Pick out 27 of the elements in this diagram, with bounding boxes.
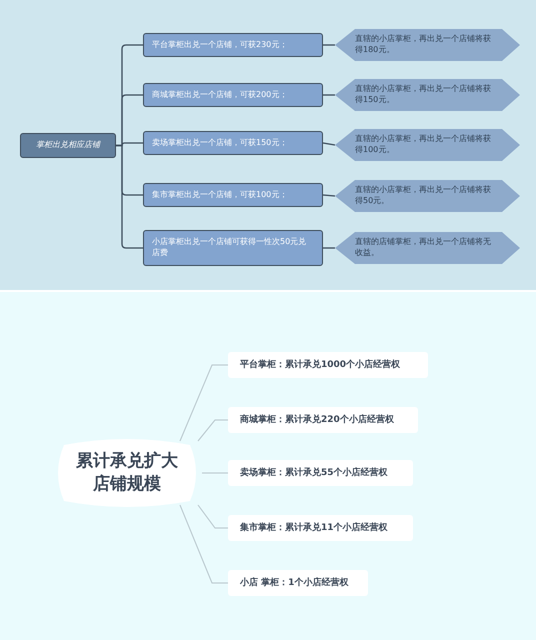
process-box: 小店掌柜出兑一个店铺可获得一性次50元兑店费 (143, 230, 323, 266)
hexagon-box: 直辖的小店掌柜，再出兑一个店铺将获得100元。 (335, 129, 520, 161)
branch-box: 小店 掌柜：1个小店经营权 (228, 570, 368, 596)
connector-line (198, 504, 228, 528)
connector-line (322, 194, 336, 197)
branch-box: 商城掌柜：累计承兑220个小店经营权 (228, 407, 418, 433)
connector-line (198, 420, 228, 442)
connector-line (322, 142, 336, 146)
hexagon-box: 直辖的小店掌柜，再出兑一个店铺将获得50元。 (335, 180, 520, 212)
connector-line (323, 44, 335, 46)
process-box: 集市掌柜出兑一个店铺，可获100元； (143, 183, 323, 207)
branch-box: 集市掌柜：累计承兑11个小店经营权 (228, 515, 413, 541)
connector-line (202, 472, 228, 474)
branch-box: 平台掌柜：累计承兑1000个小店经营权 (228, 352, 428, 378)
hexagon-box: 直辖的店铺掌柜，再出兑一个店铺将无收益。 (335, 232, 520, 264)
connector-line (323, 94, 335, 96)
process-box: 平台掌柜出兑一个店铺，可获230元； (143, 33, 323, 57)
hexagon-box: 直辖的小店掌柜，再出兑一个店铺将获得150元。 (335, 79, 520, 111)
connector-line (180, 364, 228, 442)
connector-line (323, 247, 335, 249)
branch-box: 卖场掌柜：累计承兑55个小店经营权 (228, 460, 413, 486)
process-box: 商城掌柜出兑一个店铺，可获200元； (143, 83, 323, 107)
process-box: 卖场掌柜出兑一个店铺，可获150元； (143, 131, 323, 155)
topic-box: 掌柜出兑相应店铺 (20, 133, 116, 158)
hexagon-box: 直辖的小店掌柜，再出兑一个店铺将获得180元。 (335, 29, 520, 61)
connector-line (116, 144, 143, 249)
connector-line (180, 504, 228, 584)
